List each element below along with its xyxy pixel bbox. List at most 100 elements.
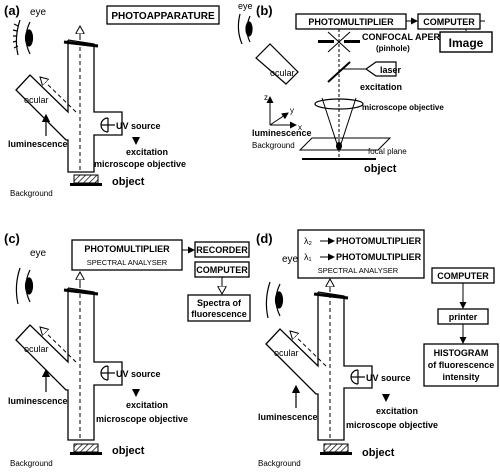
panel-b-axes — [266, 96, 297, 129]
panel-b-computer-label: COMPUTER — [423, 17, 475, 27]
panel-d-lambda2: λ₂ — [304, 236, 313, 246]
panel-d-stage — [320, 452, 352, 455]
panel-b-focal-plane — [298, 137, 392, 151]
panel-a-background-label: Background — [10, 189, 53, 198]
panel-c-photomultiplier-box — [71, 239, 183, 271]
panel-c-stage — [70, 452, 102, 455]
panel-b-pinhole-label: (pinhole) — [376, 44, 410, 53]
panel-b-excitation-label: excitation — [360, 82, 402, 92]
panel-b-background-label: Background — [252, 141, 295, 150]
panel-d-luminescence-label: luminescence — [258, 412, 318, 422]
panel-b-objective-lens — [314, 98, 364, 110]
panel-d-mirror — [313, 292, 349, 300]
panel-a-ocular-beam — [40, 77, 77, 113]
panel-a-photoapparature-label: PHOTOAPPARATURE — [111, 11, 215, 22]
panel-d-printer-label: printer — [449, 312, 478, 322]
panel-c-spectra-line1: Spectra of — [197, 298, 242, 308]
panel-d-histogram-line1: HISTOGRAM — [434, 348, 489, 358]
panel-c-ocular-label: ocular — [24, 344, 49, 354]
panel-d-label: (d) — [256, 231, 273, 246]
panel-d-computer-label: COMPUTER — [437, 271, 489, 281]
panel-b-aperture-label: CONFOCAL APERTURE — [362, 32, 465, 42]
panel-b-object-stage — [302, 158, 376, 160]
panel-a-object-label: object — [112, 176, 145, 188]
panel-c-mirror — [63, 288, 99, 296]
panel-a-objective-label: microscope objective — [94, 159, 186, 169]
panel-c: (c) eye PHOTOMULTIPLIER SPECTRAL ANALYSE… — [4, 231, 251, 468]
panel-b-pinhole-right — [344, 40, 360, 43]
panel-b-image-box — [439, 31, 493, 53]
panel-a-uv-source-icon — [100, 117, 115, 133]
panel-b-focal-plane-label: focal plane — [368, 147, 407, 156]
panel-c-excitation-arrow — [132, 389, 140, 397]
panel-b-focal-point — [336, 142, 342, 150]
panel-a-ocular-label: ocular — [24, 95, 49, 105]
panel-a-eye-icon — [12, 19, 34, 56]
panel-c-object-label: object — [112, 445, 145, 457]
panel-a-microscope-body — [15, 39, 123, 173]
panel-d-eye-icon — [265, 281, 284, 319]
panel-d-photomultiplier-2: PHOTOMULTIPLIER — [336, 252, 422, 262]
panel-b-axis-z: z — [264, 93, 268, 102]
panel-c-computer-label: COMPUTER — [196, 265, 248, 275]
panel-d-specimen — [323, 443, 349, 453]
panel-c-photomultiplier-label: PHOTOMULTIPLIER — [84, 244, 170, 254]
panel-b: (b) eye ocular PHOTOMULTIPLIER COMPUTER … — [237, 1, 485, 175]
panel-d-excitation-arrow — [382, 394, 390, 402]
panel-a-luminescence-label: luminescence — [8, 139, 68, 149]
panel-b-image-label: Image — [449, 36, 484, 50]
panel-c-recorder-label: RECORDER — [196, 245, 248, 255]
panel-b-label: (b) — [256, 3, 273, 18]
panel-c-excitation-label: excitation — [126, 400, 168, 410]
panel-c-uv-label: UV source — [116, 369, 161, 379]
panel-d-histogram-box — [423, 343, 499, 387]
panel-d-ocular-beam — [290, 331, 327, 367]
panel-d-photomultiplier-1: PHOTOMULTIPLIER — [336, 236, 422, 246]
panel-a: (a) eye PHOTOAPPARATURE UV source ocular… — [4, 3, 220, 198]
panel-c-microscope-body — [15, 287, 123, 441]
panel-d-lambda1: λ₁ — [304, 252, 312, 262]
panel-a-excitation-arrow — [132, 137, 140, 145]
panel-b-luminescence-label: luminescence — [252, 128, 312, 138]
panel-d-microscope-body — [265, 291, 373, 441]
panel-b-photomultiplier-label: PHOTOMULTIPLIER — [308, 17, 394, 27]
panel-c-eye-label: eye — [30, 248, 47, 259]
panel-b-eye-label: eye — [238, 1, 253, 11]
panel-b-ocular-tube — [255, 43, 299, 85]
panel-b-ocular-label: ocular — [270, 68, 295, 78]
panel-b-axis-y: y — [290, 106, 294, 115]
panel-b-laser-label: laser — [380, 65, 402, 75]
panel-b-pinhole-left — [318, 40, 334, 43]
panel-d-histogram-line2: of fluorescence — [428, 360, 495, 370]
panel-c-label: (c) — [4, 231, 20, 246]
panel-d-object-label: object — [362, 447, 395, 459]
panel-a-eye-label: eye — [30, 7, 47, 18]
panel-b-pinhole-rays — [327, 31, 351, 53]
panel-b-object-label: object — [364, 163, 397, 175]
panel-c-eye-icon — [15, 267, 34, 305]
panel-a-uv-label: UV source — [116, 121, 161, 131]
panel-c-background-label: Background — [10, 459, 53, 468]
panel-c-spectra-line2: fluorescence — [191, 309, 247, 319]
panel-d-excitation-label: excitation — [376, 406, 418, 416]
panel-a-photoapparature-box — [106, 5, 220, 25]
panel-d-spectral-label: SPECTRAL ANALYSER — [318, 266, 399, 275]
panel-d-uv-source-icon — [350, 369, 365, 385]
panel-c-spectral-label: SPECTRAL ANALYSER — [87, 258, 168, 267]
panel-a-label: (a) — [4, 3, 20, 18]
panel-d-ocular-label: ocular — [274, 348, 299, 358]
panel-a-excitation-label: excitation — [126, 147, 168, 157]
panel-c-luminescence-label: luminescence — [8, 396, 68, 406]
panel-c-objective-label: microscope objective — [96, 414, 188, 424]
panel-d-objective-label: microscope objective — [346, 420, 438, 430]
panel-a-stage — [70, 183, 102, 186]
panel-b-objective-label: microscope objective — [362, 103, 444, 112]
panel-d-eye-label: eye — [282, 254, 299, 265]
panel-d-histogram-line3: intensity — [442, 372, 479, 382]
panel-b-axis-x: x — [298, 123, 302, 132]
panel-d-uv-label: UV source — [366, 373, 411, 383]
panel-a-mirror — [63, 40, 99, 48]
